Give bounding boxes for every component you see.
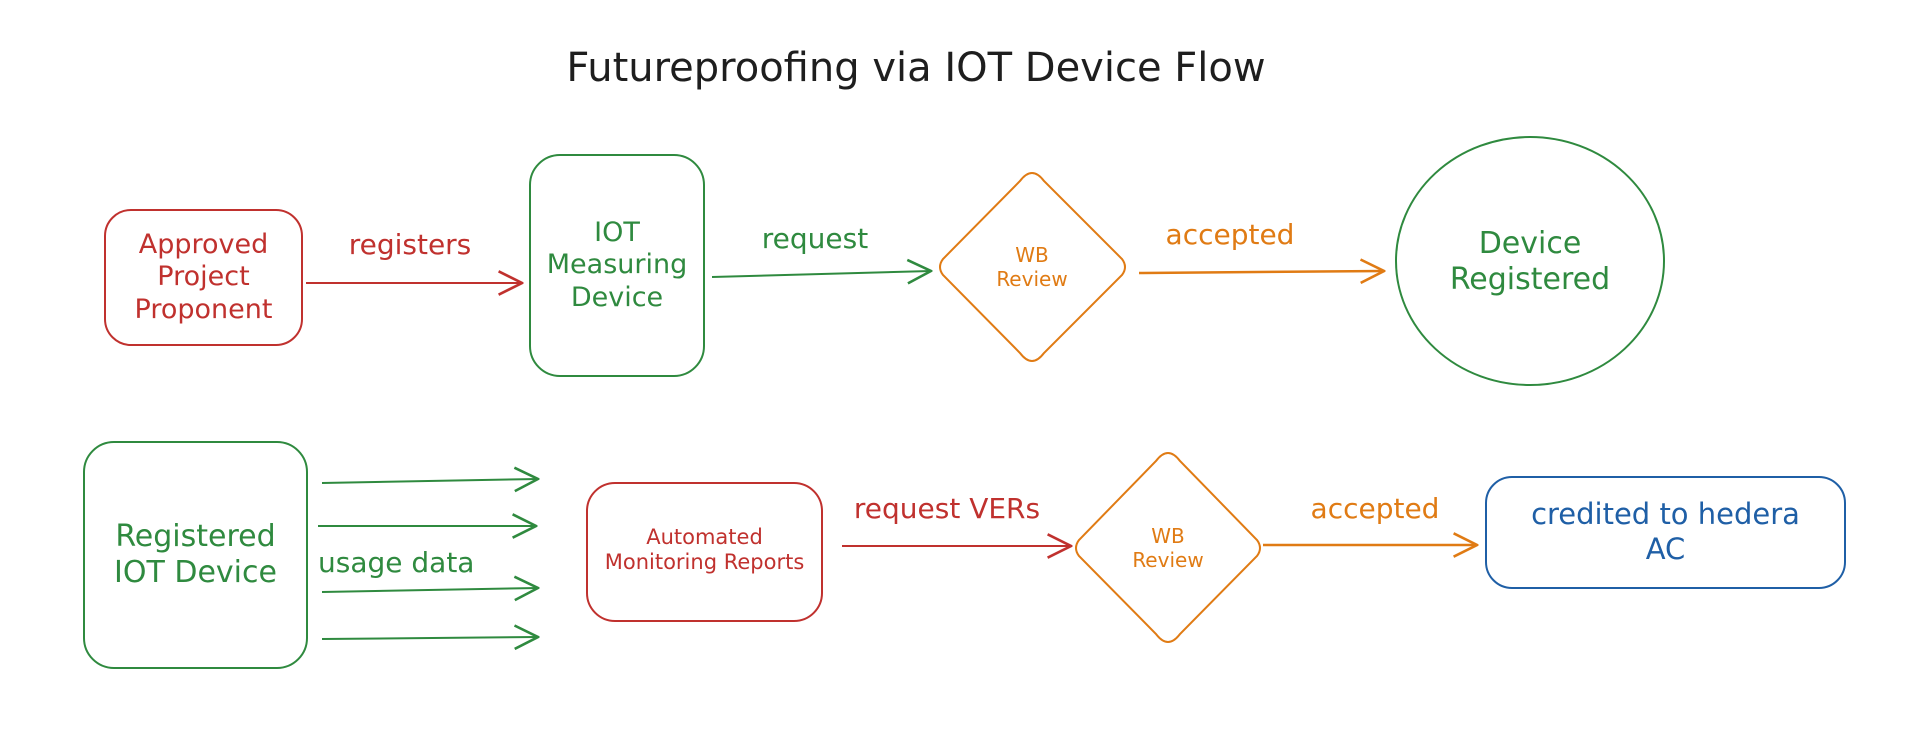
credited-to-hedera-node[interactable] [1485,476,1846,589]
approved-project-proponent-label: Approved Project Proponent [134,228,273,325]
iot-measuring-device-label: IOT Measuring Device [546,216,688,313]
automated-monitoring-reports-node[interactable] [586,482,823,622]
approved-project-proponent-node[interactable] [104,209,303,346]
edge-usage-data-3 [321,588,538,592]
wb-review-1-label: WB Review [996,243,1068,291]
wb-review-2-node[interactable] [1075,451,1261,644]
request-edge-label: request [761,222,869,255]
edge-usage-data-4 [321,637,538,639]
accepted-1-edge-label: accepted [1165,218,1295,251]
device-registered-node[interactable] [1395,136,1665,386]
registers-edge-label: registers [348,228,472,261]
request-vers-edge-label: request VERs [853,492,1041,525]
diagram-title: Futureproofing via IOT Device Flow [566,45,1266,91]
registered-iot-device-label: Registered IOT Device [114,519,277,590]
credited-to-hedera-label: credited to hedera AC [1531,497,1800,566]
wb-review-2-label: WB Review [1132,524,1204,572]
edge-request [711,271,931,277]
automated-monitoring-reports-label: Automated Monitoring Reports [604,524,805,574]
accepted-2-edge-label: accepted [1310,492,1440,525]
iot-measuring-device-node[interactable] [529,154,705,377]
wb-review-1-node[interactable] [939,171,1126,363]
usage-data-edge-label: usage data [318,546,475,579]
registered-iot-device-node[interactable] [83,441,308,669]
edge-usage-data-1 [321,479,538,483]
edge-accepted-1 [1138,271,1384,273]
device-registered-label: Device Registered [1449,226,1611,297]
